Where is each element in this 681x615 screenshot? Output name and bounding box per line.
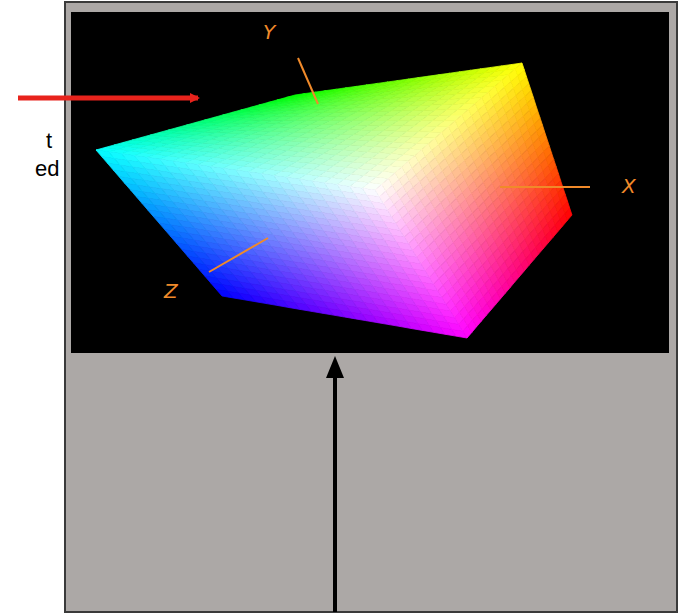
cut-off-text: ed [35,158,59,180]
cube-shade [286,94,305,98]
axis-label: X [622,176,636,196]
axis-lines [209,58,590,272]
cube-shade [565,208,572,221]
cut-off-text: t [46,130,52,152]
pointer-arrow [18,96,198,101]
axis-label: Y [263,22,275,42]
rgb-color-cube [96,63,572,338]
cube-shade [196,120,216,123]
viewport-panel [71,12,669,353]
up-arrow [326,356,344,612]
axis-label: Z [164,281,178,301]
frame-panel [65,2,677,612]
cube-shade [216,289,233,298]
